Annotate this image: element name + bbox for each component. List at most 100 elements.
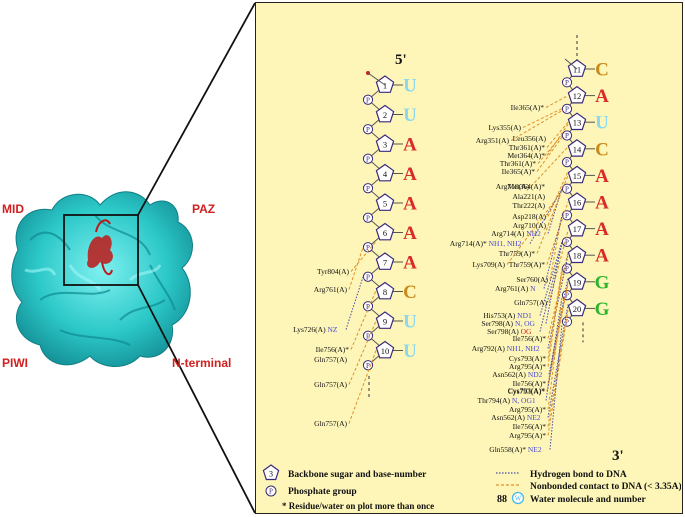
bound-dna [87, 219, 113, 276]
left-contact-label: Tyr804(A) [317, 267, 349, 276]
right-base-letter: A [595, 166, 609, 187]
right-contact-line [546, 121, 569, 148]
right-contact-label: Ile756(A)* [513, 379, 547, 388]
right-contact-line [536, 136, 563, 172]
left-sugar-number: 1 [383, 81, 387, 91]
right-contact-label: Arg714(A)* NH1, NH2 [450, 239, 522, 248]
left-sugar-number: 2 [383, 110, 387, 120]
right-phosphate [561, 157, 573, 168]
right-phosphate [561, 77, 573, 88]
left-sugar-number: 3 [383, 140, 387, 150]
right-contact-label: Met364(A)* [508, 182, 546, 191]
label-mid: MID [2, 202, 24, 216]
left-sugar [375, 193, 395, 211]
legend-nonbonded-label: Nonbonded contact to DNA (< 3.35A) [530, 481, 681, 492]
left-sugar-number: 6 [383, 228, 387, 238]
protein-surface [11, 191, 194, 367]
right-contact-label: Ile365(A)* [511, 103, 545, 112]
left-phosphate [362, 124, 374, 135]
right-contact-label: Thr759(A)* [499, 249, 535, 258]
left-sugar [375, 281, 395, 300]
right-contact-label: Thr361(A)* [509, 143, 545, 152]
right-phosphate [561, 130, 573, 141]
zoom-line-bottom [137, 284, 255, 514]
right-base-letter: A [595, 193, 609, 214]
left-contact-line [345, 276, 364, 330]
right-contact-label: Arg792(A) NH1, NH2 [472, 344, 540, 353]
left-base-letter: A [403, 164, 417, 185]
left-phosphate [362, 94, 374, 105]
right-sugar [567, 139, 587, 157]
left-phosphate-label: P [366, 155, 370, 163]
right-sugar [567, 298, 587, 317]
right-contact-line [546, 283, 569, 392]
right-contact-label: Arg714(A) NH2 [491, 229, 541, 238]
left-phosphate [362, 153, 374, 164]
right-phosphate-label: P [565, 212, 569, 220]
right-sugar [567, 192, 587, 210]
legend-water-icon [511, 491, 525, 505]
left-phosphate [362, 360, 374, 371]
label-piwi: PIWI [2, 356, 28, 370]
left-phosphate-label: P [366, 303, 370, 311]
label-n-terminal: N-terminal [172, 356, 232, 370]
left-sugar-number: 4 [383, 169, 388, 179]
right-phosphate-label: P [565, 132, 569, 140]
right-contact-label: Cys793(A)* [508, 387, 545, 396]
legend-phosphate-sample: P [269, 488, 273, 496]
protein-structure-image [11, 2, 255, 514]
left-contact-line [350, 290, 377, 350]
right-contact-line [549, 214, 563, 280]
label-paz: PAZ [192, 202, 216, 216]
right-contact-label: Arg795(A)* [509, 431, 546, 440]
left-sugar-number: 5 [383, 199, 387, 209]
left-phosphate [362, 212, 374, 223]
left-base-letter: U [403, 341, 417, 362]
right-contact-label: Gln757(A) [514, 298, 547, 307]
left-contact-label: Gln757(A) [314, 380, 347, 389]
left-sugar [375, 75, 395, 93]
right-phosphate-label: P [565, 159, 569, 167]
right-phosphate [561, 103, 573, 115]
right-sugar [567, 272, 587, 290]
right-base-letter: G [595, 272, 610, 293]
zoom-box [63, 214, 139, 286]
legend-hbond-label: Hydrogen bond to DNA [530, 470, 627, 480]
right-contact-label: Arg351(A) [476, 136, 510, 145]
left-sugar [375, 104, 395, 123]
right-sugar-number: 17 [573, 224, 582, 234]
left-base-letter: A [403, 194, 417, 215]
legend-phosphate-label: Phosphate group [288, 487, 357, 497]
left-contact-label: Gln757(A) [314, 419, 347, 428]
left-sugar [375, 340, 395, 359]
right-contact-label: Arg795(A)* [509, 362, 546, 371]
right-contact-line [506, 190, 563, 265]
right-contact-line [539, 243, 563, 332]
right-base-letter: A [595, 219, 609, 240]
left-base-letter: C [403, 282, 417, 303]
left-phosphate [362, 183, 374, 194]
left-sugar-number: 7 [383, 258, 387, 268]
right-contact-label: Arg761(A) N [495, 284, 536, 293]
right-sugar-number: 12 [573, 91, 582, 101]
right-base-letter: A [595, 246, 609, 267]
right-contact-label: Asp218(A) [512, 212, 546, 221]
left-phosphate-label: P [366, 126, 370, 134]
right-contact-label: Asn562(A) ND2 [492, 370, 542, 379]
legend-water-sample: W [515, 495, 522, 503]
right-sugar-number: 14 [573, 144, 582, 154]
right-contact-label: Ser760(A) [516, 275, 548, 284]
legend-sugar-label: Backbone sugar and base-number [288, 470, 427, 480]
legend-sugar-icon [262, 464, 280, 481]
left-sugar-number: 9 [383, 317, 387, 327]
left-contact-line [348, 320, 377, 385]
left-sugar [375, 252, 395, 270]
right-contact-line [546, 201, 569, 265]
left-base-letter: U [403, 105, 417, 126]
right-contact-line [545, 296, 563, 401]
right-contact-label: Asn562(A) NE2 [491, 413, 541, 422]
right-sugar-number: 18 [573, 251, 582, 261]
